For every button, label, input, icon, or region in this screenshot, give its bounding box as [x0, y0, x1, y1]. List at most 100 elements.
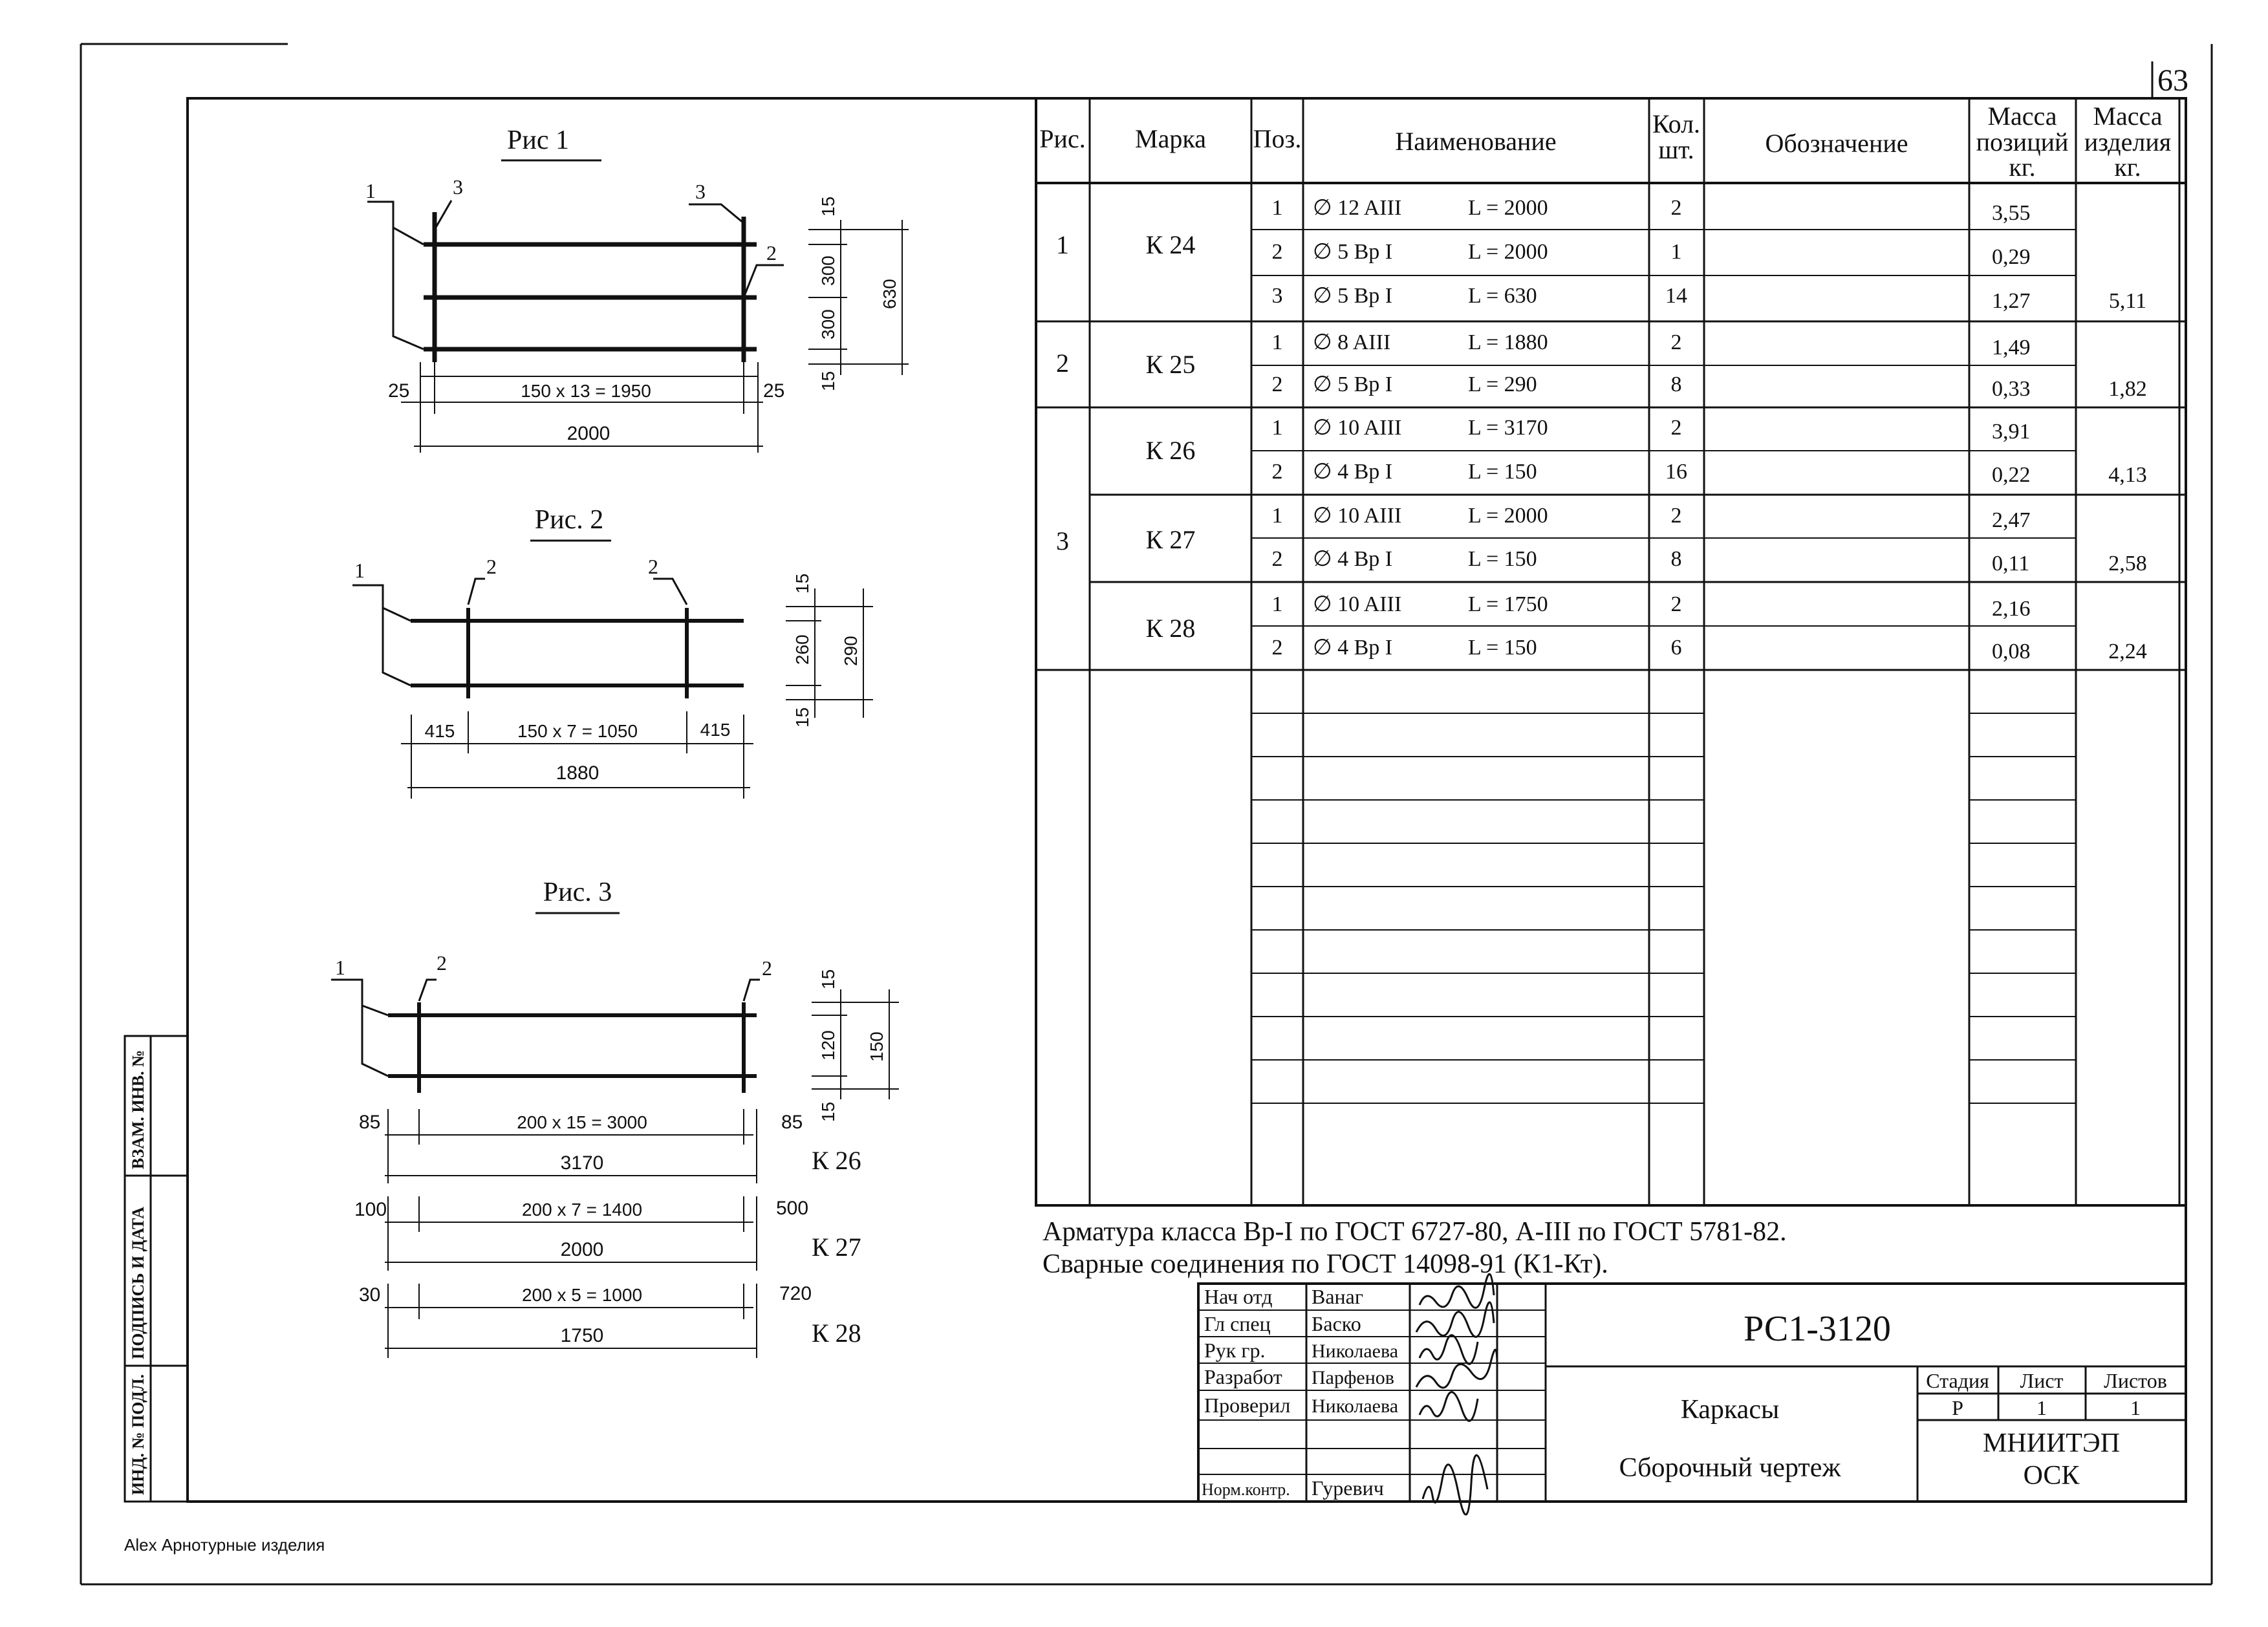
title-block: Нач отд Ванаг Гл спец Баско Рук гр. Нико… — [1197, 1273, 2187, 1516]
fig3-k26-right: 85 — [781, 1112, 803, 1133]
fig1-dim-25b: 25 — [763, 380, 784, 402]
fig3-k28-left: 30 — [359, 1284, 380, 1306]
cell-pos: 2 — [1272, 547, 1283, 571]
fig3-k27-mark: К 27 — [812, 1233, 861, 1262]
fig3-dim-15a: 15 — [818, 969, 838, 989]
cell-qty: 2 — [1671, 330, 1682, 354]
fig1-dim-total: 2000 — [567, 423, 610, 444]
group-mark: К 26 — [1146, 436, 1196, 465]
cell-qty: 16 — [1665, 460, 1687, 484]
footer-note: Alex Арнотурные изделия — [124, 1535, 325, 1555]
cell-pos: 2 — [1272, 240, 1283, 264]
fig1-dim-span: 150 x 13 = 1950 — [521, 381, 651, 401]
table-row: 2 ∅ 5 Вр I L = 2000 1 0,29 — [1272, 240, 2031, 269]
hdr-mass-item-1: Масса — [2093, 102, 2162, 131]
cell-mass: 1,27 — [1992, 289, 2031, 313]
cell-mass: 1,49 — [1992, 336, 2031, 360]
cell-name: ∅ 12 AIII — [1313, 196, 1401, 220]
note-2: Сварные соединения по ГОСТ 14098-91 (К1-… — [1042, 1249, 1608, 1279]
cell-length: L = 1880 — [1468, 330, 1548, 354]
fig3-k28-right: 720 — [779, 1283, 812, 1304]
cell-length: L = 1750 — [1468, 592, 1548, 616]
spec-rows: 1 ∅ 12 AIII L = 2000 2 3,55 2 ∅ 5 Вр I L… — [1272, 196, 2031, 663]
fig3-dim-150: 150 — [867, 1031, 887, 1062]
fig1-dim-25a: 25 — [388, 380, 409, 402]
fig3-k26-mid: 200 x 15 = 3000 — [517, 1112, 647, 1132]
group-item-mass: 2,58 — [2108, 552, 2147, 576]
fig1-dim-15b: 15 — [818, 371, 838, 391]
group-fig: 1 — [1056, 230, 1069, 259]
fig3-k26-left: 85 — [359, 1112, 380, 1133]
cell-mass: 3,55 — [1992, 201, 2031, 225]
fig3-row-k26: 85 200 x 15 = 3000 85 3170 К 26 — [359, 1109, 861, 1183]
fig3-row-k28: 30 200 x 5 = 1000 720 1750 К 28 — [359, 1283, 861, 1358]
fig1-dim-300a: 300 — [818, 255, 838, 286]
fig3-k26-mark: К 26 — [812, 1146, 861, 1175]
sheet-number-box: 63 — [2151, 61, 2188, 100]
notes: Арматура класса Вр-I по ГОСТ 6727-80, А-… — [1036, 1204, 2186, 1279]
cell-mass: 0,22 — [1992, 463, 2031, 487]
cell-pos: 1 — [1272, 196, 1283, 220]
org-name-1: МНИИТЭП — [1983, 1428, 2120, 1458]
table-row: 2 ∅ 4 Вр I L = 150 16 0,22 — [1272, 460, 2031, 487]
person-name: Гуревич — [1312, 1476, 1384, 1500]
cell-mass: 3,91 — [1992, 420, 2031, 444]
fig2-dim-290: 290 — [841, 636, 861, 666]
hdr-mass-pos-2: позиций — [1976, 127, 2069, 156]
cell-length: L = 2000 — [1468, 504, 1548, 528]
drawing-subtitle: Сборочный чертеж — [1619, 1453, 1842, 1483]
table-row: 1 ∅ 12 AIII L = 2000 2 3,55 — [1272, 196, 2031, 225]
stage-label: Стадия — [1926, 1369, 1989, 1392]
cell-qty: 14 — [1665, 284, 1687, 308]
table-row: 2 ∅ 4 Вр I L = 150 6 0,08 — [1272, 636, 2031, 663]
sheet-value: 1 — [2036, 1396, 2047, 1419]
role-label: Разработ — [1204, 1365, 1282, 1388]
cell-mass: 2,16 — [1992, 597, 2031, 621]
group-item-mass: 5,11 — [2109, 289, 2146, 313]
cell-length: L = 150 — [1468, 636, 1537, 660]
fig3-k27-left: 100 — [354, 1199, 387, 1220]
table-row: 1 ∅ 10 AIII L = 2000 2 2,47 — [1272, 504, 2031, 532]
figure-1: Рис 1 1 3 3 2 25 150 x 13 = 1950 25 2000 — [365, 125, 909, 453]
sheet-label: Лист — [2020, 1369, 2063, 1392]
fig2-title: Рис. 2 — [535, 505, 603, 535]
cell-name: ∅ 4 Вр I — [1313, 460, 1392, 484]
fig3-k28-mark: К 28 — [812, 1319, 861, 1348]
fig2-dim-15a: 15 — [792, 574, 812, 594]
cell-pos: 1 — [1272, 592, 1283, 616]
fig2-dim-415a: 415 — [425, 721, 455, 741]
hdr-mass-pos-3: кг. — [2009, 153, 2035, 182]
fig3-pos-2a: 2 — [437, 951, 447, 975]
group-fig: 2 — [1056, 349, 1069, 378]
note-1: Арматура класса Вр-I по ГОСТ 6727-80, А-… — [1042, 1217, 1787, 1247]
cell-name: ∅ 5 Вр I — [1313, 284, 1392, 308]
cell-pos: 1 — [1272, 504, 1283, 528]
person-name: Баско — [1312, 1312, 1361, 1335]
fig2-dim-415b: 415 — [700, 720, 731, 740]
cell-qty: 6 — [1671, 636, 1682, 660]
fig1-dim-300b: 300 — [818, 309, 838, 339]
hdr-mass-pos-1: Масса — [1987, 102, 2057, 131]
fig2-pos-1: 1 — [354, 559, 365, 582]
cell-qty: 2 — [1671, 416, 1682, 440]
fig2-dim-span: 150 x 7 = 1050 — [517, 721, 638, 741]
group-mark: К 27 — [1146, 525, 1196, 554]
cell-mass: 0,33 — [1992, 377, 2031, 401]
org-name-2: ОСК — [2024, 1461, 2080, 1491]
role-label: Рук гр. — [1204, 1339, 1265, 1362]
fig3-k26-total: 3170 — [561, 1152, 604, 1174]
hdr-mass-item-2: изделия — [2084, 127, 2171, 156]
cell-name: ∅ 4 Вр I — [1313, 547, 1392, 571]
cell-length: L = 2000 — [1468, 240, 1548, 264]
cell-length: L = 150 — [1468, 547, 1537, 571]
cell-pos: 1 — [1272, 416, 1283, 440]
hdr-designation: Обозначение — [1765, 129, 1908, 158]
cell-pos: 2 — [1272, 636, 1283, 660]
cell-name: ∅ 10 AIII — [1313, 592, 1401, 616]
cell-mass: 2,47 — [1992, 508, 2031, 532]
stage-value: Р — [1952, 1396, 1963, 1419]
drawing-code: РС1-3120 — [1744, 1309, 1891, 1349]
fig1-dim-630: 630 — [880, 279, 900, 309]
fig3-dim-120: 120 — [818, 1030, 838, 1061]
